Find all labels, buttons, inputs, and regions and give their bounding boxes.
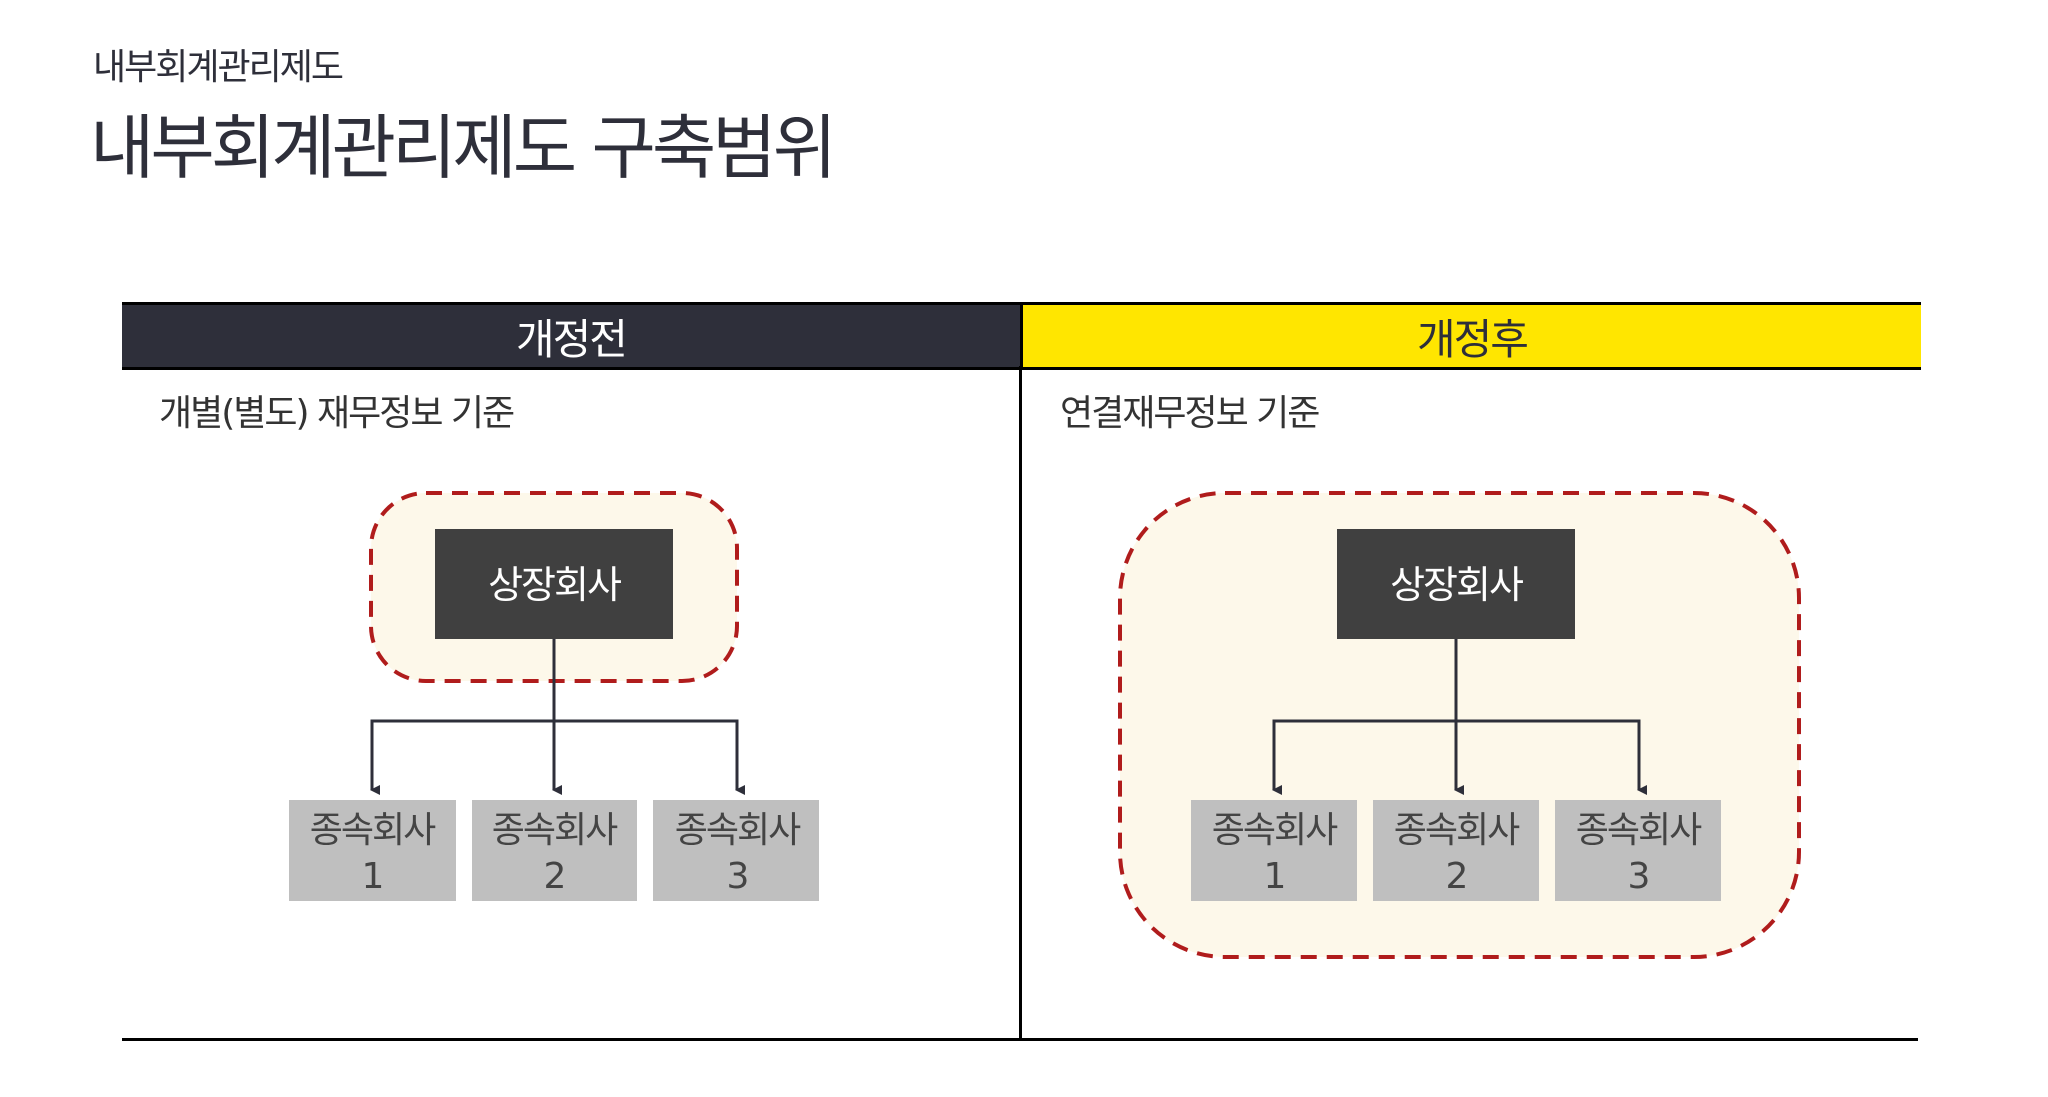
parent-company-label: 상장회사	[488, 563, 621, 607]
subsidiary-number: 3	[727, 856, 748, 897]
section-subtitle: 내부회계관리제도	[93, 47, 344, 88]
subsidiary-number: 2	[1446, 856, 1467, 897]
table-bottom-border	[122, 1038, 1918, 1041]
subsidiary-label: 종속회사	[1394, 810, 1520, 851]
column-divider	[1019, 366, 1022, 1040]
subsidiary-box-after-2: 종속회사 2	[1373, 800, 1539, 901]
subsidiary-number: 1	[362, 856, 383, 897]
subsidiary-number: 2	[544, 856, 565, 897]
subsidiary-number: 3	[1628, 856, 1649, 897]
subsidiary-label: 종속회사	[1576, 810, 1702, 851]
subsidiary-box-before-1: 종속회사 1	[289, 800, 456, 901]
parent-company-box-before: 상장회사	[435, 529, 673, 639]
column-header-after: 개정후	[1020, 302, 1921, 370]
column-header-before: 개정전	[122, 302, 1020, 370]
subsidiary-label: 종속회사	[1212, 810, 1338, 851]
subsidiary-number: 1	[1264, 856, 1285, 897]
parent-company-box-after: 상장회사	[1337, 529, 1575, 639]
subsidiary-box-after-1: 종속회사 1	[1191, 800, 1357, 901]
subsidiary-box-after-3: 종속회사 3	[1555, 800, 1721, 901]
basis-label-before: 개별(별도) 재무정보 기준	[159, 393, 515, 434]
connector-before	[370, 639, 745, 795]
subsidiary-box-before-2: 종속회사 2	[472, 800, 637, 901]
subsidiary-label: 종속회사	[675, 810, 801, 851]
basis-label-after: 연결재무정보 기준	[1060, 393, 1320, 434]
subsidiary-label: 종속회사	[492, 810, 618, 851]
connector-after	[1272, 639, 1647, 795]
subsidiary-label: 종속회사	[310, 810, 436, 851]
subsidiary-box-before-3: 종속회사 3	[653, 800, 819, 901]
page-title: 내부회계관리제도 구축범위	[90, 107, 837, 189]
parent-company-label: 상장회사	[1390, 563, 1523, 607]
